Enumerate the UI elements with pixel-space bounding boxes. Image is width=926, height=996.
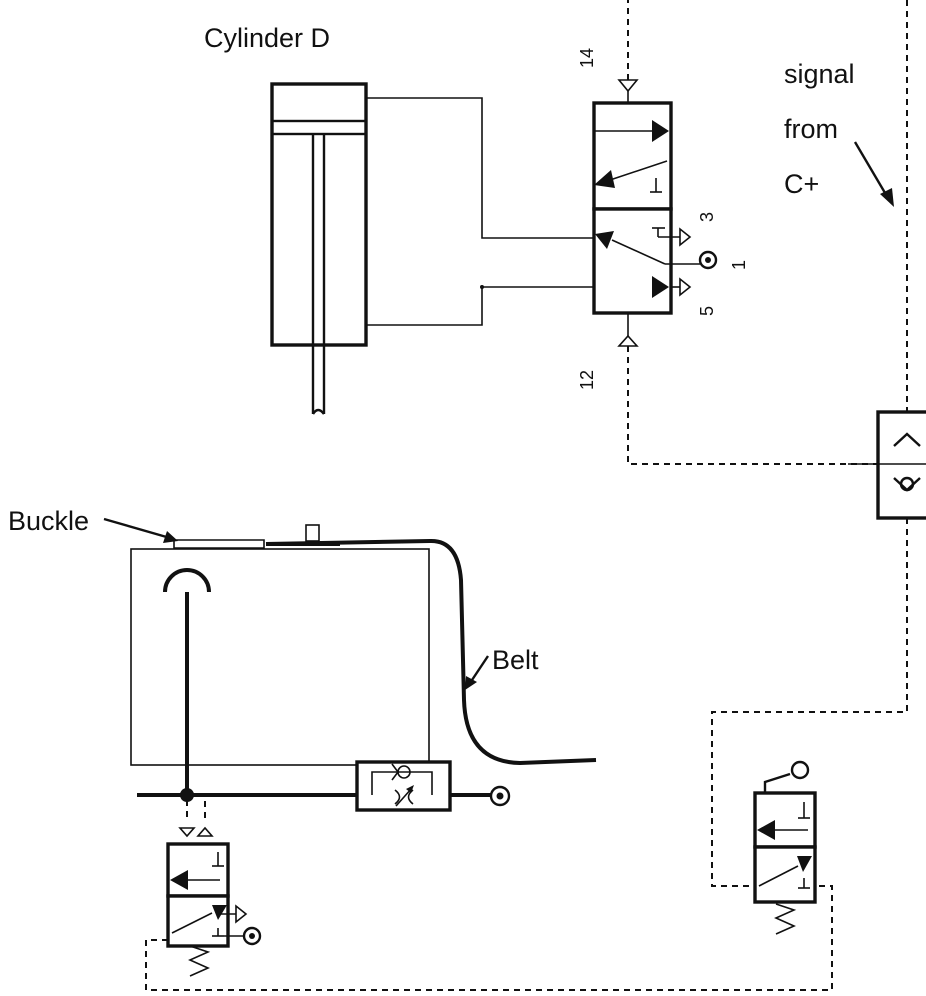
check-seat-icon [391, 763, 399, 781]
throttle-adjust-arrow-icon [406, 785, 414, 793]
valve-upper-block [592, 101, 673, 211]
shuttle-valve-body [876, 410, 926, 520]
fixture-body [130, 548, 430, 766]
cylinder-piston [270, 119, 368, 136]
buckle-pointer-arrow-icon [163, 531, 178, 543]
pipe-cylinder-rod-to-valve [366, 286, 662, 326]
signal-label-line3: C+ [784, 169, 819, 199]
pilot-12-icon [617, 334, 639, 347]
lever-upper-arrow-icon [757, 820, 775, 840]
supply-junction-dot [180, 788, 194, 802]
lower-diagonal-line [611, 239, 666, 265]
shuttle-seat-upper-icon [893, 432, 921, 447]
air-supply-outer-icon [489, 785, 511, 807]
exhaust-5-icon [679, 277, 692, 297]
lever-lower-diagonal [758, 865, 799, 887]
sensor-spring-icon [188, 945, 211, 977]
upper-diagonal-line [609, 160, 668, 181]
buckle-label: Buckle [8, 506, 89, 536]
shuttle-ball-icon [899, 476, 915, 492]
signal-label-line1: signal [784, 59, 855, 89]
pipe-cylinder-cap-to-valve [366, 97, 595, 239]
upper-flow-arrow-icon [652, 120, 669, 142]
cylinder-body [270, 82, 368, 347]
flow-control-body [355, 760, 452, 812]
signal-label-line2: from [784, 114, 838, 144]
buckle-button [305, 524, 320, 542]
port-3-label: 3 [697, 212, 717, 222]
sensor-to-lever-signal-line [145, 885, 833, 991]
sensor-supply-icon [196, 826, 214, 837]
sensor-valve-lower [166, 894, 230, 948]
sensor-supply-outer-icon [242, 926, 262, 946]
flow-control-bypass [371, 771, 433, 795]
belt-strap [265, 538, 597, 766]
sensor-supply-inner-icon [249, 933, 255, 939]
exhaust-3-icon [679, 227, 692, 247]
lower-flow-arrow-icon [652, 276, 669, 298]
lever-3-2-valve [753, 791, 817, 904]
pilot-14-icon [617, 79, 639, 93]
sensor-3-2-valve [166, 842, 230, 948]
sensor-lower-arrow-icon [212, 905, 227, 920]
lever-valve-lower [753, 845, 817, 904]
port-14-label: 14 [577, 48, 597, 68]
shuttle-to-lever-valve-line [711, 518, 908, 887]
lever-spring-icon [774, 903, 797, 935]
signal-pointer-line [853, 141, 890, 199]
lever-knob-icon[interactable] [790, 760, 810, 780]
supply-1-inner-icon [705, 257, 711, 263]
upper-diagonal-arrow-icon [594, 170, 615, 188]
buckle-hook-icon [163, 568, 211, 593]
sensor-exhaust-icon [178, 827, 196, 838]
lever-lower-arrow-icon [797, 856, 812, 872]
buckle-pointer-line [103, 517, 171, 540]
pilot-12-signal-line [627, 346, 880, 465]
shuttle-valve [876, 410, 926, 520]
belt-pointer-arrow-icon [465, 676, 477, 690]
air-supply-inner-icon [496, 792, 504, 800]
port-12-label: 12 [577, 370, 597, 390]
belt-pointer-line [471, 655, 489, 681]
signal-pointer-arrow-icon [880, 188, 894, 207]
main-5-2-valve [592, 101, 673, 315]
supply-1-outer-icon [698, 250, 718, 270]
port-5-label: 5 [697, 306, 717, 316]
lever-handle[interactable] [763, 772, 791, 793]
lower-diagonal-arrow-icon [595, 231, 614, 249]
sensor-lower-diagonal [171, 912, 213, 934]
sensor-upper-arrow-icon [170, 870, 188, 890]
flow-control-valve [355, 760, 452, 812]
piston-rod-break [311, 408, 325, 415]
port-1-label: 1 [729, 260, 749, 270]
pipe-junction-dot [480, 285, 484, 289]
lever-valve-upper [753, 791, 817, 849]
belt-label: Belt [492, 645, 539, 675]
buckle-tongue [173, 539, 265, 549]
cylinder-d [270, 82, 368, 415]
cylinder-d-label: Cylinder D [204, 23, 330, 53]
sensor-valve-upper [166, 842, 230, 898]
sensor-exhaust-port-icon [235, 904, 248, 924]
